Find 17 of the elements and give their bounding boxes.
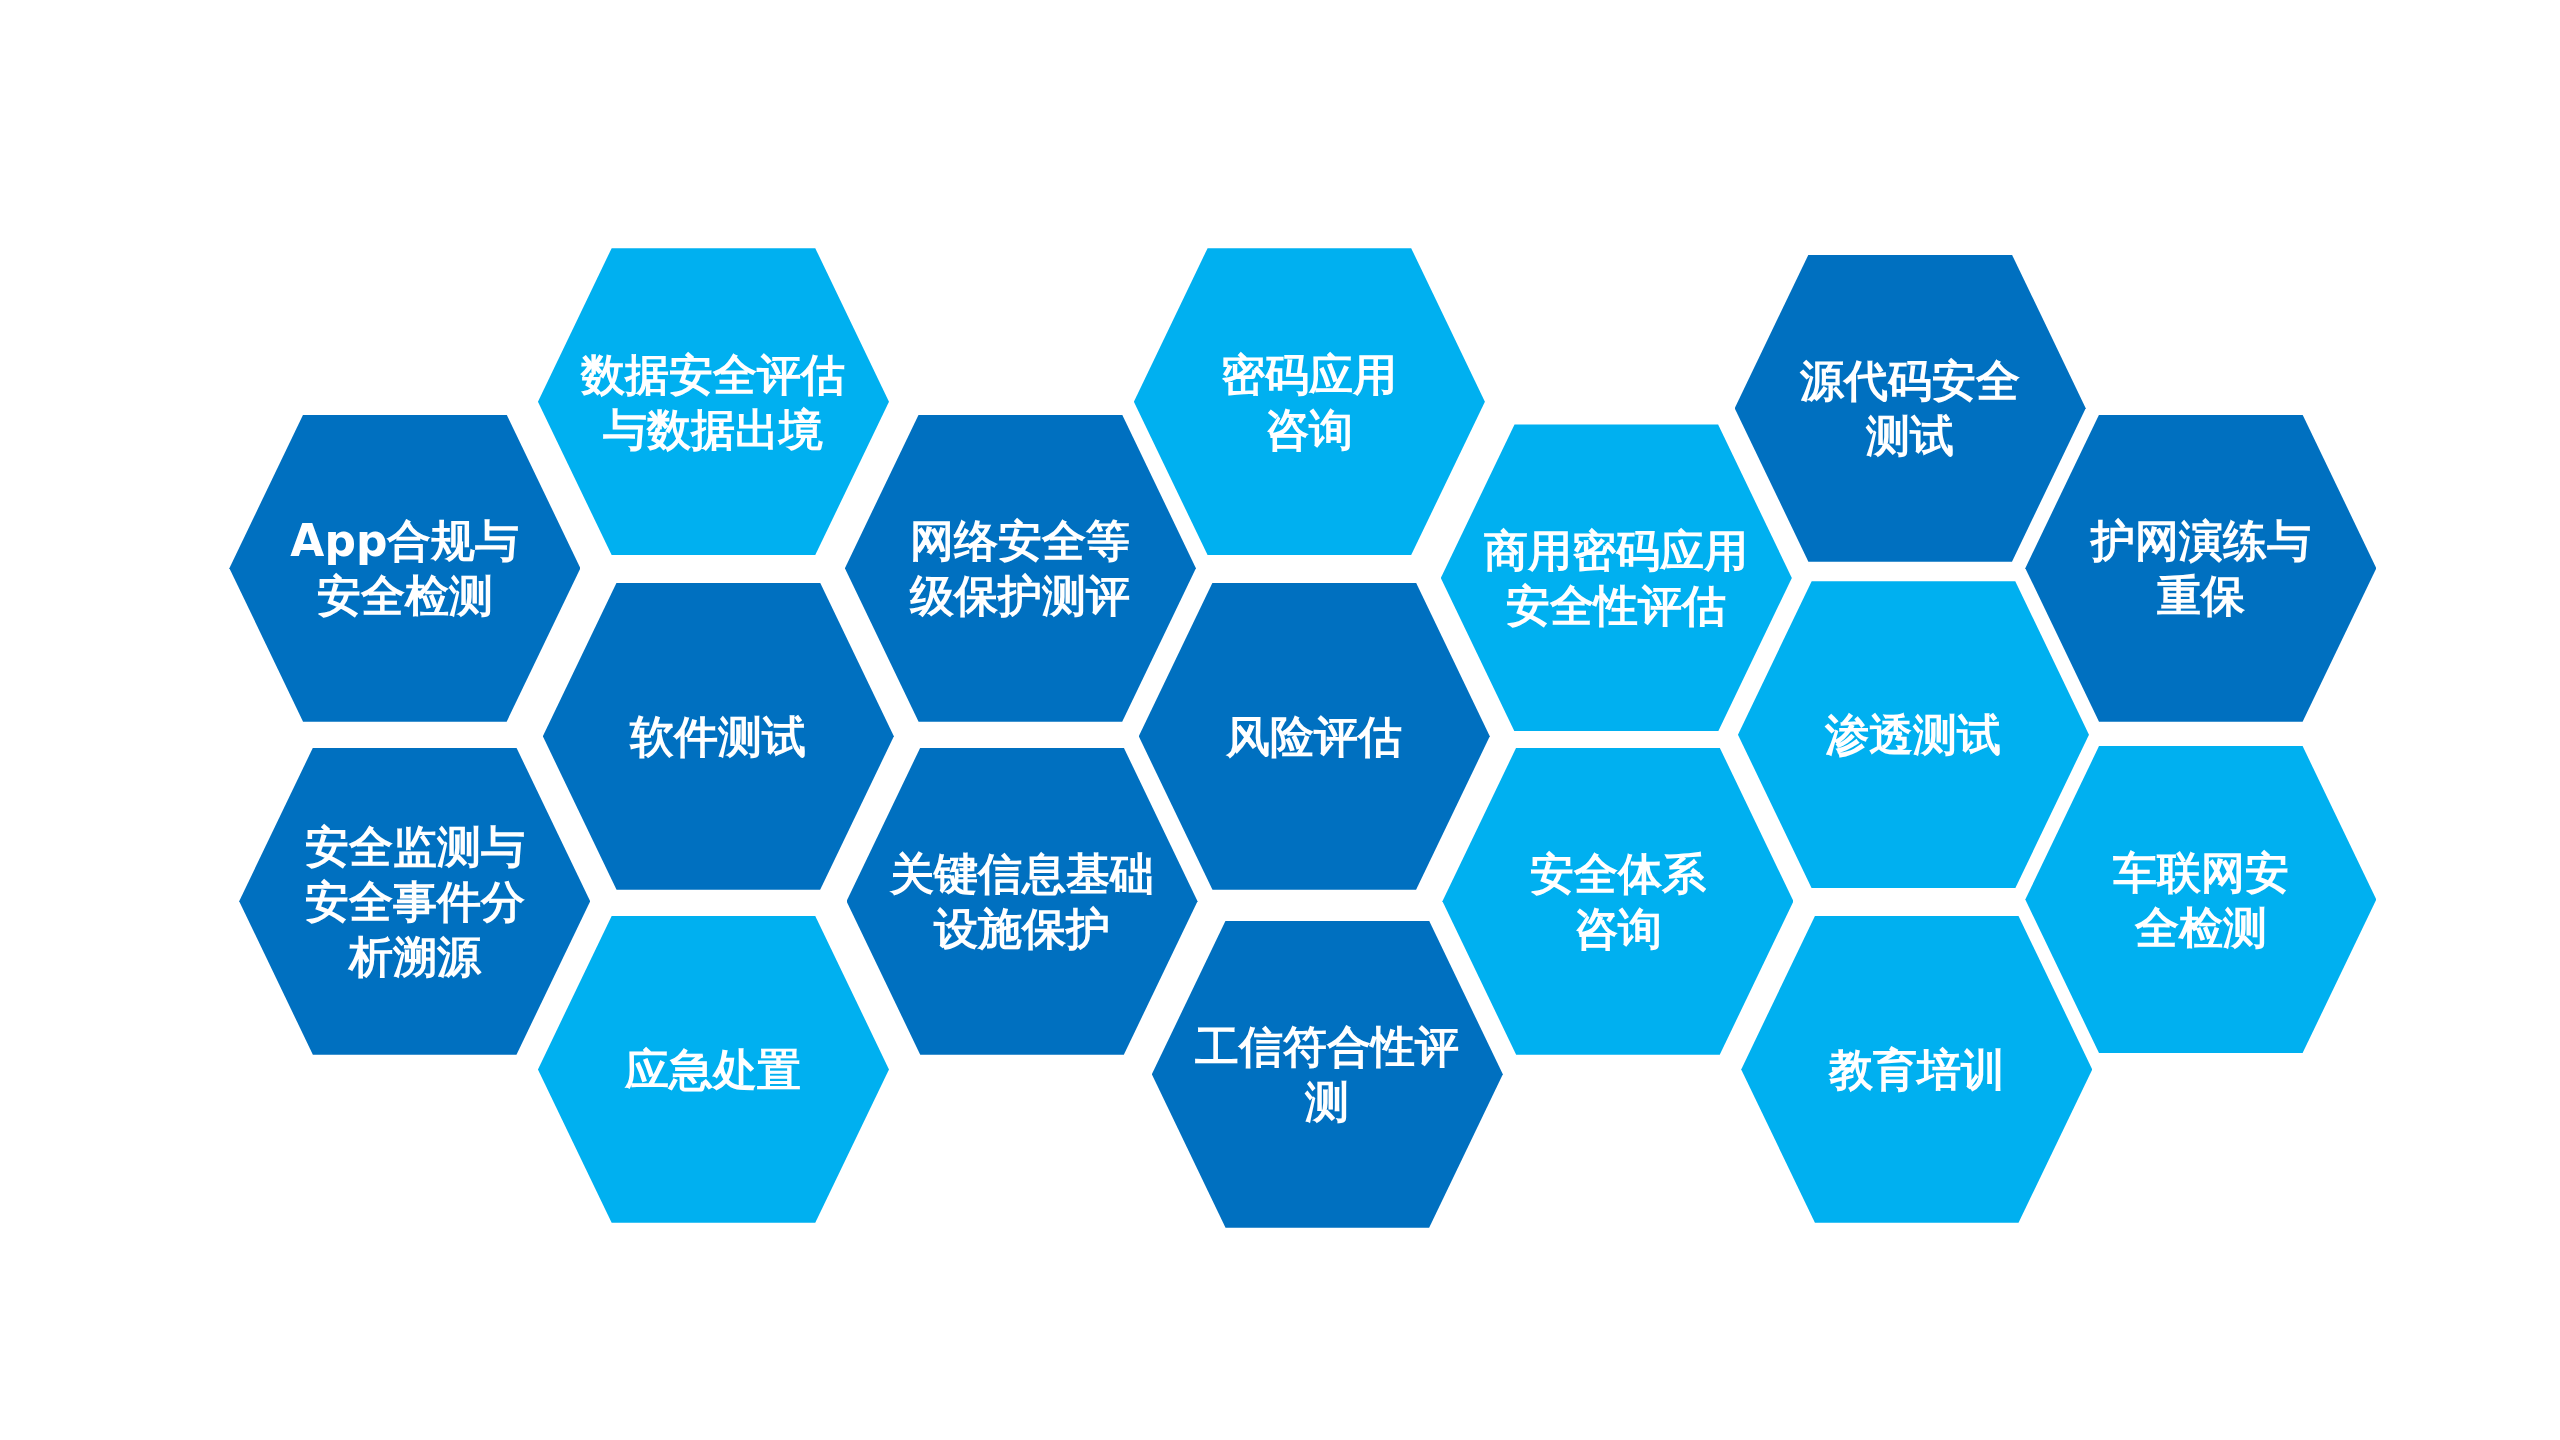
service-label: 密码应用咨询 <box>1220 347 1399 457</box>
service-label: 数据安全评估与数据出境 <box>579 347 847 457</box>
service-label: 教育培训 <box>1827 1042 2006 1097</box>
service-label: 关键信息基础设施保护 <box>888 847 1155 957</box>
service-label: 车联网安全检测 <box>2111 845 2290 955</box>
service-label: 护网演练与重保 <box>2089 514 2312 624</box>
service-label: 风险评估 <box>1225 709 1404 764</box>
service-label: 渗透测试 <box>1824 708 2003 763</box>
service-label: 网络安全等级保护测评 <box>908 514 1132 624</box>
service-label: 商用密码应用安全性评估 <box>1483 523 1750 633</box>
service-label: 工信符合性评测 <box>1194 1020 1461 1130</box>
service-label: 应急处置 <box>623 1042 803 1097</box>
service-label: 软件测试 <box>628 709 808 764</box>
service-label: 安全体系咨询 <box>1528 847 1707 957</box>
service-label: App合规与安全检测 <box>289 514 521 624</box>
service-label: 安全监测与安全事件分析溯源 <box>303 819 526 984</box>
service-label: 源代码安全测试 <box>1799 354 2022 464</box>
